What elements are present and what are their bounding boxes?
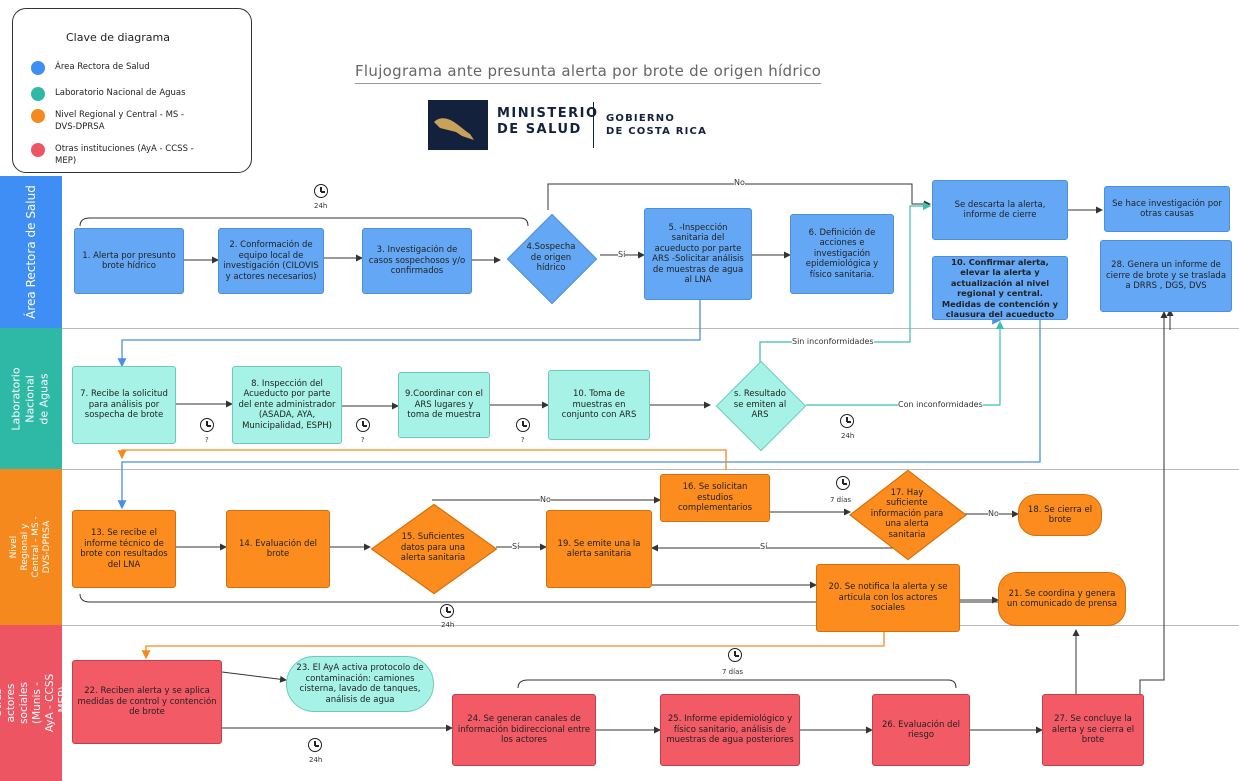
node-11-resultado: s. Resultado se emiten al ARS — [712, 360, 808, 452]
legend-item: Área Rectora de Salud — [31, 61, 205, 75]
blue-dot-icon — [31, 61, 45, 75]
logo-divider — [593, 102, 594, 148]
red-dot-icon — [31, 143, 45, 157]
clock-label: 24h — [309, 756, 323, 764]
node-20-notifica-alerta: 20. Se notifica la alerta y se articula … — [816, 564, 960, 632]
node-15-suficientes-datos: 15. Suficientes datos para una alerta sa… — [370, 503, 498, 595]
clock-icon — [440, 604, 454, 618]
node-26-evaluacion-riesgo: 26. Evaluación del riesgo — [872, 694, 970, 766]
node-21-comunicado-prensa: 21. Se coordina y genera un comunicado d… — [998, 572, 1126, 626]
node-14-evaluacion: 14. Evaluación del brote — [226, 510, 330, 588]
diagram-title: Flujograma ante presunta alerta por brot… — [355, 62, 822, 84]
clock-label: 24h — [841, 432, 855, 440]
node-15-label: 15. Suficientes datos para una alerta sa… — [400, 532, 466, 564]
node-4-sospecha: 4.Sospecha de origen hídrico — [506, 213, 598, 305]
clock-icon — [840, 414, 854, 428]
label-no: No — [988, 509, 999, 518]
clock-label: ? — [521, 436, 525, 444]
government-name: GOBIERNO DE COSTA RICA — [606, 112, 707, 138]
node-19-emite-alerta: 19. Se emite una la alerta sanitaria — [546, 510, 652, 588]
label-no: No — [540, 495, 551, 504]
legend-item-label: Área Rectora de Salud — [55, 62, 150, 72]
node-10-confirmar-alerta: 10. Confirmar alerta, elevar la alerta y… — [932, 256, 1068, 320]
node-7-recibe-solicitud: 7. Recibe la solicitud para análisis por… — [72, 366, 176, 444]
teal-dot-icon — [31, 87, 45, 101]
node-descarta-alerta: Se descarta la alerta, informe de cierre — [932, 180, 1068, 240]
lane-label-band: Nivel Regional y Central - MS - DVS-DPRS… — [0, 469, 62, 625]
clock-icon — [200, 418, 214, 432]
legend-title: Clave de diagrama — [66, 31, 170, 44]
lane-laboratorio: Laboratorio Nacional de Aguas — [0, 328, 1239, 469]
node-6-definicion: 6. Definición de acciones e investigació… — [790, 214, 894, 294]
legend-item: Laboratorio Nacional de Aguas — [31, 87, 205, 101]
clock-icon — [728, 648, 742, 662]
lane-divider — [0, 625, 1239, 626]
lane-otros-actores: Otras actores sociales (Munis - AyA - CC… — [0, 625, 1239, 781]
node-2-conformacion: 2. Conformación de equipo local de inves… — [218, 228, 324, 294]
government-line-2: DE COSTA RICA — [606, 126, 708, 137]
label-no: No — [734, 178, 745, 187]
ministry-line-1: MINISTERIO — [497, 106, 599, 121]
node-5-inspeccion: 5. -Inspección sanitaria del acueducto p… — [644, 208, 752, 300]
legend-item-label: Nivel Regional y Central - MS - DVS-DPRS… — [55, 110, 185, 132]
label-si: Sí — [512, 542, 520, 551]
clock-label: 7 días — [830, 496, 852, 504]
node-28-informe-cierre: 28. Genera un informe de cierre de brote… — [1100, 240, 1232, 312]
ministry-line-2: DE SALUD — [497, 122, 582, 137]
node-4-label: 4.Sospecha de origen hídrico — [526, 242, 576, 274]
node-13-recibe-informe: 13. Se recibe el informe técnico de brot… — [72, 510, 176, 588]
government-line-1: GOBIERNO — [606, 113, 676, 124]
legend-item: Otras instituciones (AyA - CCSS - MEP) — [31, 143, 205, 167]
clock-icon — [314, 184, 328, 198]
node-23-aya-protocolo: 23. El AyA activa protocolo de contamina… — [286, 656, 434, 712]
orange-dot-icon — [31, 109, 45, 123]
node-1-alerta: 1. Alerta por presunto brote hídrico — [74, 228, 184, 294]
node-25-informe-epidemiologico: 25. Informe epidemiológico y físico sani… — [660, 694, 800, 766]
node-22-reciben-alerta: 22. Reciben alerta y se aplica medidas d… — [72, 660, 222, 744]
node-17-label: 17. Hay suficiente información para una … — [870, 487, 944, 540]
ministry-logo — [428, 100, 488, 150]
node-16-estudios: 16. Se solicitan estudios complementario… — [660, 474, 770, 522]
clock-icon — [356, 418, 370, 432]
lane-divider — [0, 469, 1239, 470]
diagram-legend: Clave de diagrama Área Rectora de Salud … — [12, 8, 252, 173]
node-8-inspeccion-acueducto: 8. Inspección del Acueducto por parte de… — [232, 366, 342, 444]
node-18-cierra-brote: 18. Se cierra el brote — [1018, 494, 1102, 536]
lane-area-rectora: Área Rectora de Salud — [0, 176, 1239, 328]
label-si: Sí — [618, 250, 626, 259]
legend-item: Nivel Regional y Central - MS - DVS-DPRS… — [31, 109, 205, 133]
lane-nivel-regional: Nivel Regional y Central - MS - DVS-DPRS… — [0, 469, 1239, 625]
node-17-suficiente-info: 17. Hay suficiente información para una … — [849, 469, 967, 561]
node-9-coordinar: 9.Coordinar con el ARS lugares y toma de… — [398, 372, 490, 438]
lane-divider — [0, 328, 1239, 329]
lane-label-band: Área Rectora de Salud — [0, 176, 62, 328]
node-10-toma-muestras: 10. Toma de muestras en conjunto con ARS — [548, 370, 650, 440]
node-otras-causas: Se hace investigación por otras causas — [1104, 186, 1230, 232]
ministry-name: MINISTERIO DE SALUD — [497, 106, 599, 138]
lane-label-band: Otras actores sociales (Munis - AyA - CC… — [0, 625, 62, 781]
clock-icon — [308, 738, 322, 752]
clock-icon — [516, 418, 530, 432]
node-11-label: s. Resultado se emiten al ARS — [733, 389, 787, 421]
label-si: Sí — [760, 542, 768, 551]
clock-label: 7 días — [722, 668, 744, 676]
legend-item-label: Otras instituciones (AyA - CCSS - MEP) — [55, 144, 194, 166]
legend-item-label: Laboratorio Nacional de Aguas — [55, 88, 186, 98]
label-sin-inconformidades: Sin inconformidades — [792, 337, 874, 346]
clock-label: ? — [361, 436, 365, 444]
node-27-concluye-alerta: 27. Se concluye la alerta y se cierra el… — [1042, 694, 1144, 766]
clock-icon — [836, 476, 850, 490]
clock-label: 24h — [314, 202, 328, 210]
node-24-canales-informacion: 24. Se generan canales de información bi… — [452, 694, 596, 766]
clock-label: 24h — [441, 621, 455, 629]
node-3-investigacion: 3. Investigación de casos sospechosos y/… — [362, 228, 472, 294]
lane-label-band: Laboratorio Nacional de Aguas — [0, 328, 62, 469]
clock-label: ? — [205, 436, 209, 444]
label-con-inconformidades: Con inconformidades — [898, 400, 983, 409]
